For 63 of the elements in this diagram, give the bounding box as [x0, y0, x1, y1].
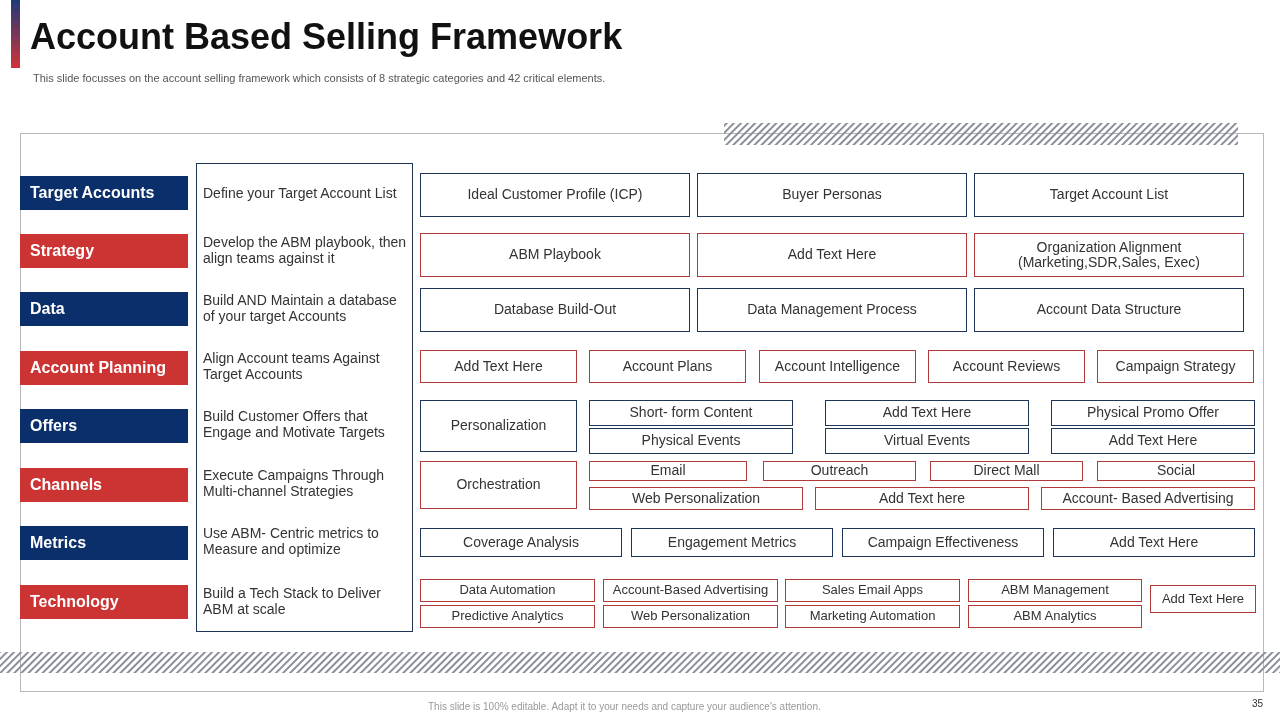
description-text: Define your Target Account List	[203, 185, 398, 202]
element-box: Social	[1097, 461, 1255, 481]
element-box: Web Personalization	[603, 605, 778, 628]
category-bar: Account Planning	[20, 351, 188, 385]
element-box: Virtual Events	[825, 428, 1029, 454]
footer-note: This slide is 100% editable. Adapt it to your needs and capture your audience's attention.	[428, 701, 821, 712]
element-box: Sales Email Apps	[785, 579, 960, 602]
description-text: Execute Campaigns Through Multi-channel Strategies	[203, 467, 386, 500]
element-box: Add Text here	[815, 487, 1029, 510]
element-box: Add Text Here	[1150, 585, 1256, 613]
element-box: Direct Mall	[930, 461, 1083, 481]
element-box: Email	[589, 461, 747, 481]
element-box: Data Automation	[420, 579, 595, 602]
element-box: Predictive Analytics	[420, 605, 595, 628]
element-box: Add Text Here	[420, 350, 577, 383]
element-box: Physical Promo Offer	[1051, 400, 1255, 426]
category-bar: Target Accounts	[20, 176, 188, 210]
page-number: 35	[1252, 698, 1264, 709]
element-box: Personalization	[420, 400, 577, 452]
element-box: Account Reviews	[928, 350, 1085, 383]
title: Account Based Selling Framework	[30, 16, 623, 58]
element-box: Campaign Strategy	[1097, 350, 1254, 383]
element-box: Account Intelligence	[759, 350, 916, 383]
category-bar: Strategy	[20, 234, 188, 268]
element-box: Add Text Here	[697, 233, 967, 277]
element-box: Organization Alignment (Marketing,SDR,Sales, Exec)	[974, 233, 1244, 277]
element-box: Add Text Here	[1051, 428, 1255, 454]
subtitle: This slide focusses on the account selling framework which consists of 8 strategic categories and 42 critical elements.	[33, 72, 606, 84]
element-box: Account Data Structure	[974, 288, 1244, 332]
element-box: ABM Management	[968, 579, 1142, 602]
element-box: Account- Based Advertising	[1041, 487, 1255, 510]
element-box: Orchestration	[420, 461, 577, 509]
description-text: Use ABM- Centric metrics to Measure and optimize	[203, 525, 380, 558]
description-panel	[196, 163, 413, 632]
element-box: Add Text Here	[825, 400, 1029, 426]
category-bar: Data	[20, 292, 188, 326]
element-box: Account Plans	[589, 350, 746, 383]
element-box: Outreach	[763, 461, 916, 481]
element-box: Web Personalization	[589, 487, 803, 510]
category-bar: Metrics	[20, 526, 188, 560]
element-box: Physical Events	[589, 428, 793, 454]
description-text: Build Customer Offers that Engage and Motivate Targets	[203, 408, 386, 441]
element-box: Target Account List	[974, 173, 1244, 217]
category-bar: Offers	[20, 409, 188, 443]
description-text: Align Account teams Against Target Accounts	[203, 350, 381, 383]
element-box: Account-Based Advertising	[603, 579, 778, 602]
element-box: Short- form Content	[589, 400, 793, 426]
element-box: ABM Playbook	[420, 233, 690, 277]
element-box: Campaign Effectiveness	[842, 528, 1044, 557]
element-box: Buyer Personas	[697, 173, 967, 217]
element-box: ABM Analytics	[968, 605, 1142, 628]
element-box: Engagement Metrics	[631, 528, 833, 557]
element-box: Ideal Customer Profile (ICP)	[420, 173, 690, 217]
element-box: Data Management Process	[697, 288, 967, 332]
description-text: Develop the ABM playbook, then align teams against it	[203, 234, 408, 267]
element-box: Database Build-Out	[420, 288, 690, 332]
element-box: Coverage Analysis	[420, 528, 622, 557]
element-box: Marketing Automation	[785, 605, 960, 628]
description-text: Build a Tech Stack to Deliver ABM at scale	[203, 585, 382, 618]
description-text: Build AND Maintain a database of your target Accounts	[203, 292, 398, 325]
category-bar: Channels	[20, 468, 188, 502]
category-bar: Technology	[20, 585, 188, 619]
element-box: Add Text Here	[1053, 528, 1255, 557]
